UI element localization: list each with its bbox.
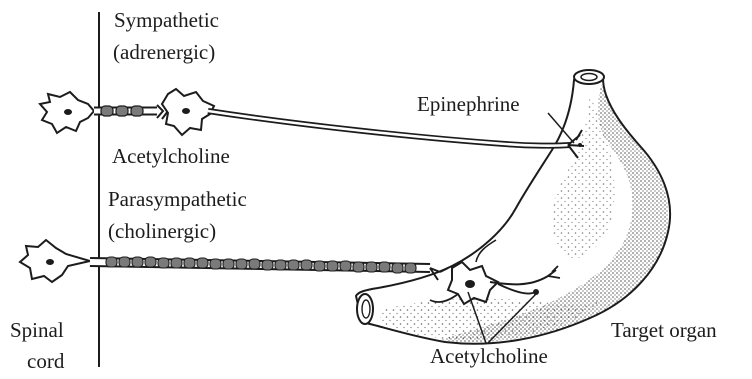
target-organ-label: Target organ	[611, 318, 717, 342]
spinal-cord-sublabel: cord	[27, 349, 64, 373]
parasympathetic-preganglionic-soma	[20, 240, 90, 282]
sympathetic-postganglionic-axon	[208, 111, 570, 146]
sympathetic-myelin-segments	[101, 106, 143, 116]
spinal-cord-label: Spinal	[10, 318, 64, 342]
sympathetic-label: Sympathetic	[114, 8, 219, 32]
acetylcholine-top-label: Acetylcholine	[112, 144, 230, 168]
acetylcholine-bottom-label: Acetylcholine	[430, 344, 548, 368]
parasympathetic-sublabel: (cholinergic)	[108, 219, 216, 243]
sympathetic-sublabel: (adrenergic)	[113, 40, 215, 64]
epinephrine-label: Epinephrine	[417, 92, 520, 116]
parasympathetic-label: Parasympathetic	[108, 187, 247, 211]
